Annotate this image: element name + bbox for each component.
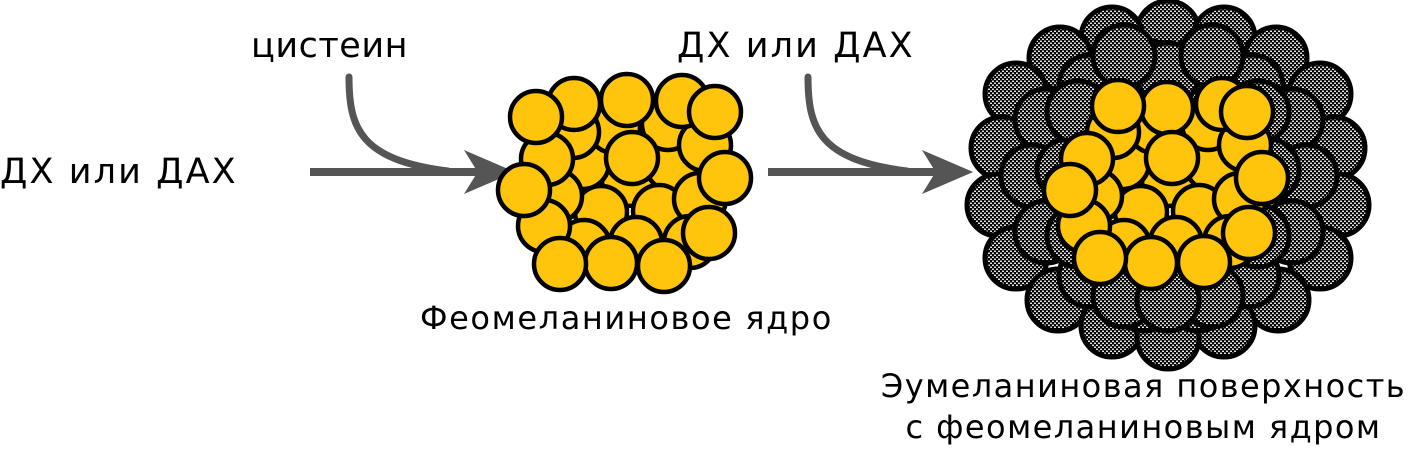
pheomelanin-particle-21 — [696, 149, 754, 207]
pheomelanin-particle-20 — [495, 161, 553, 219]
pheomelanin-inner-particle-23 — [1175, 233, 1233, 291]
pheomelanin-inner-core-right — [1041, 75, 1291, 292]
pheomelanin-particle-24 — [531, 235, 589, 293]
pheomelanin-inner-particle-22 — [1122, 234, 1180, 292]
arrow-step-1-curve — [345, 73, 452, 175]
arrow-step-2 — [768, 73, 974, 194]
pheomelanin-particle-26 — [507, 88, 565, 146]
label-eumelanin-shell-caption: Эумеланиновая поверхность с феомеланинов… — [860, 366, 1427, 448]
pheomelanin-inner-particle-20 — [1041, 161, 1099, 219]
pheomelanin-particle-27 — [603, 129, 661, 187]
pheomelanin-particle-25 — [686, 83, 744, 141]
pheomelanin-particle-17 — [598, 71, 656, 129]
arrow-step-2-curve — [804, 73, 911, 175]
label-reagent-right: ДХ или ДАХ — [677, 26, 915, 66]
pheomelanin-inner-particle-18 — [1089, 77, 1147, 135]
pheomelanin-inner-particle-26 — [1143, 129, 1201, 187]
pheomelanin-particle-16 — [680, 204, 738, 262]
label-eumelanin-shell-caption-line1: Эумеланиновая поверхность — [880, 367, 1407, 405]
label-pheomelanin-core-caption: Феомеланиновое ядро — [420, 299, 833, 337]
label-cysteine: цистеин — [251, 26, 409, 66]
label-eumelanin-shell-caption-line2: с феомеланиновым ядром — [905, 407, 1382, 446]
eumelanin-shell-particle-41 — [1090, 22, 1158, 90]
pheomelanin-particle-22 — [582, 234, 640, 292]
pheomelanin-core-cluster — [495, 71, 754, 295]
pheomelanin-inner-particle-17 — [1138, 79, 1196, 137]
pheomelanin-inner-particle-25 — [1218, 83, 1276, 141]
pheomelanin-inner-particle-24 — [1071, 229, 1129, 287]
label-reagent-left: ДХ или ДАХ — [0, 152, 238, 192]
pheomelanin-particle-23 — [635, 237, 693, 295]
pheomelanin-inner-particle-21 — [1233, 149, 1291, 207]
arrow-step-1 — [310, 73, 516, 194]
pheomelanin-inner-particle-16 — [1220, 204, 1278, 262]
